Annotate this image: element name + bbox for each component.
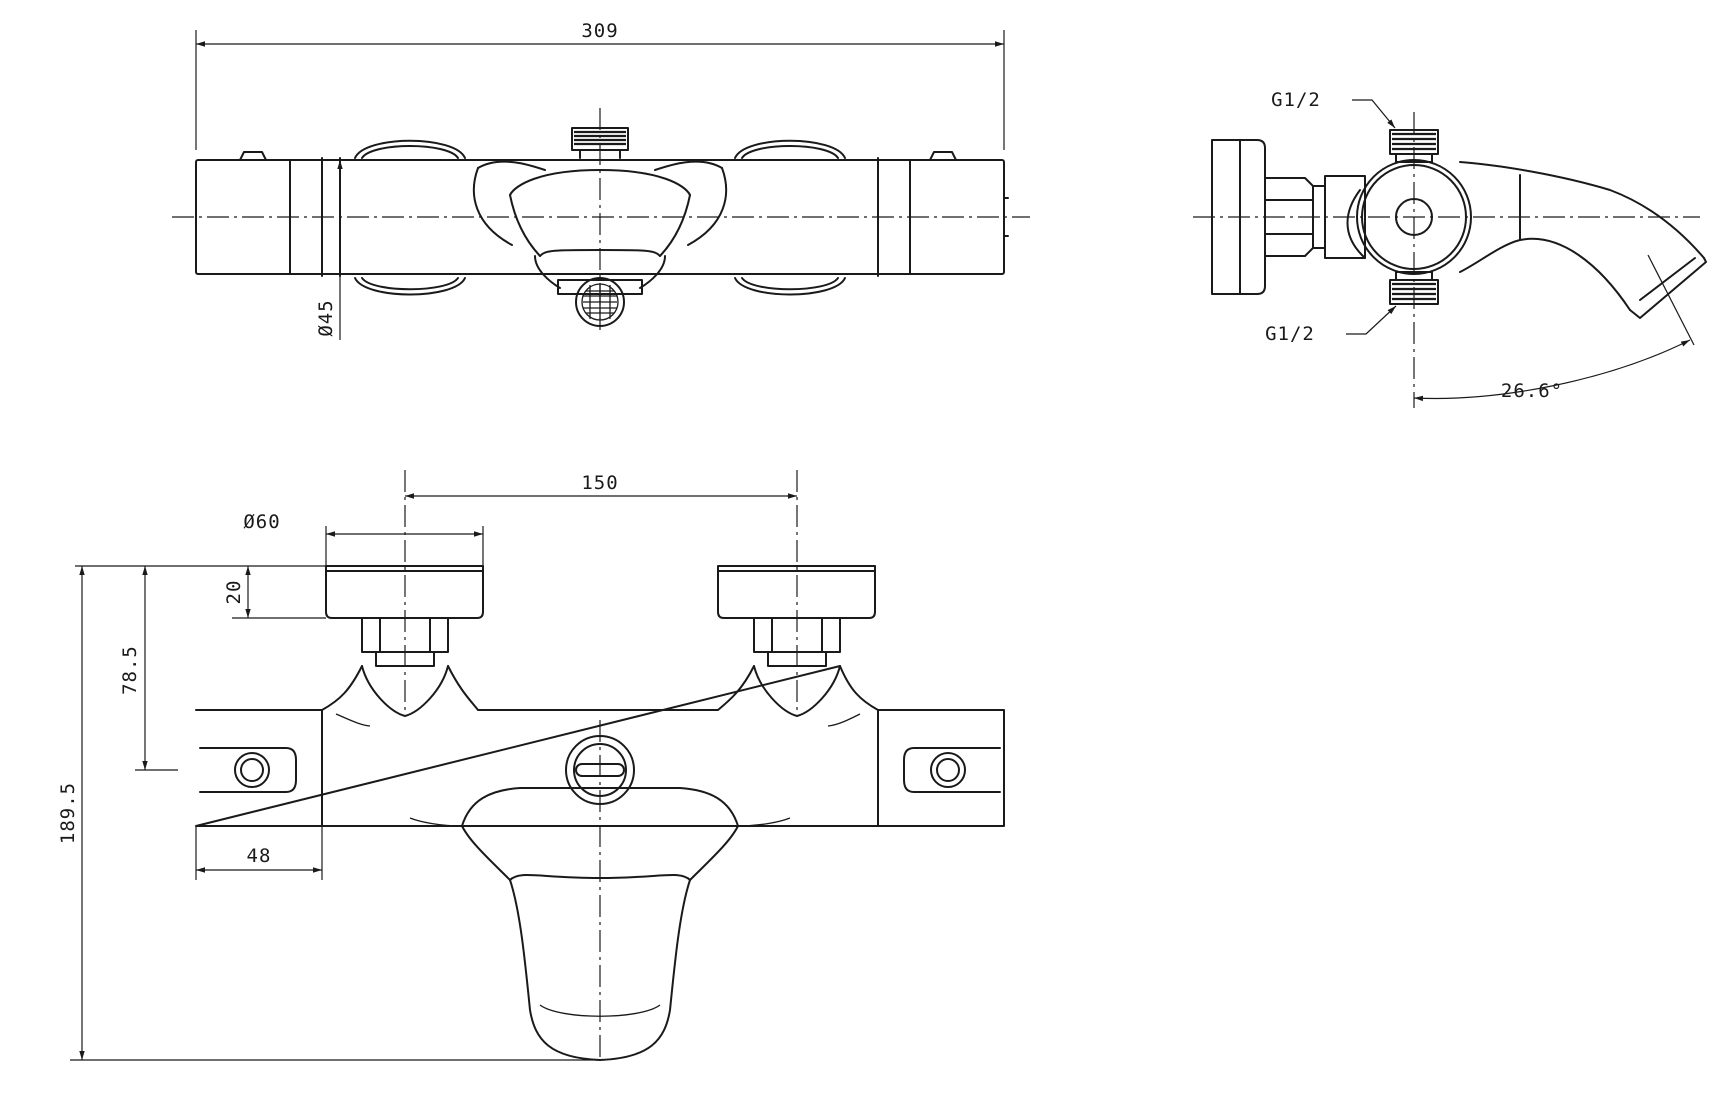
side-view: G1/2 G1/2 26.6° <box>1193 89 1707 408</box>
inlet-thread-top-label: G1/2 <box>1271 89 1321 111</box>
dimension-inlet-thread-top: G1/2 <box>1271 89 1396 129</box>
side-view-bottom-thread <box>1389 271 1439 305</box>
inlet-thread-bottom-label: G1/2 <box>1265 323 1315 345</box>
front-view-right-button <box>903 747 1001 793</box>
dimension-inlet-thread-bottom: G1/2 <box>1265 305 1397 345</box>
top-view-outlet-thread <box>571 127 629 159</box>
dimension-inlet-spacing: 150 <box>405 472 797 499</box>
side-view-top-thread <box>1389 129 1439 163</box>
dimension-handle-diameter: Ø60 <box>243 511 484 566</box>
dimension-body-diameter: Ø45 <box>315 160 343 340</box>
front-view-body <box>195 665 1005 827</box>
side-view-spout <box>1459 161 1707 319</box>
body-diameter-label: Ø45 <box>315 299 337 336</box>
side-view-handle-knob <box>1211 139 1266 295</box>
front-view-left-button <box>199 747 297 793</box>
handle-height-label: 20 <box>223 580 245 605</box>
top-view-left-handle <box>354 139 466 296</box>
dimension-handle-to-axis: 78.5 <box>75 565 232 771</box>
front-view-diverter-knob <box>565 735 635 805</box>
handle-diameter-label: Ø60 <box>243 511 280 533</box>
side-view-body <box>1346 159 1472 275</box>
inlet-spacing-label: 150 <box>581 472 618 494</box>
dimension-overall-height: 189.5 <box>57 566 600 1061</box>
dimension-handle-height: 20 <box>223 565 326 619</box>
overall-width-label: 309 <box>581 20 618 42</box>
dimension-overall-width: 309 <box>195 20 1005 150</box>
side-view-hex-nut <box>1264 175 1366 259</box>
front-view-right-handle <box>717 565 876 717</box>
dimension-end-cap-width: 48 <box>195 826 323 880</box>
end-cap-width-label: 48 <box>247 845 272 867</box>
dimension-spout-angle: 26.6° <box>1413 254 1695 402</box>
handle-to-axis-label: 78.5 <box>119 645 141 695</box>
overall-height-label: 189.5 <box>57 782 79 844</box>
top-view: 309 <box>172 20 1030 340</box>
top-view-right-handle <box>734 139 846 296</box>
top-view-spout <box>472 160 728 327</box>
front-view: 150 Ø60 <box>57 470 1005 1061</box>
front-view-left-handle <box>325 565 484 717</box>
spout-angle-label: 26.6° <box>1501 380 1563 402</box>
